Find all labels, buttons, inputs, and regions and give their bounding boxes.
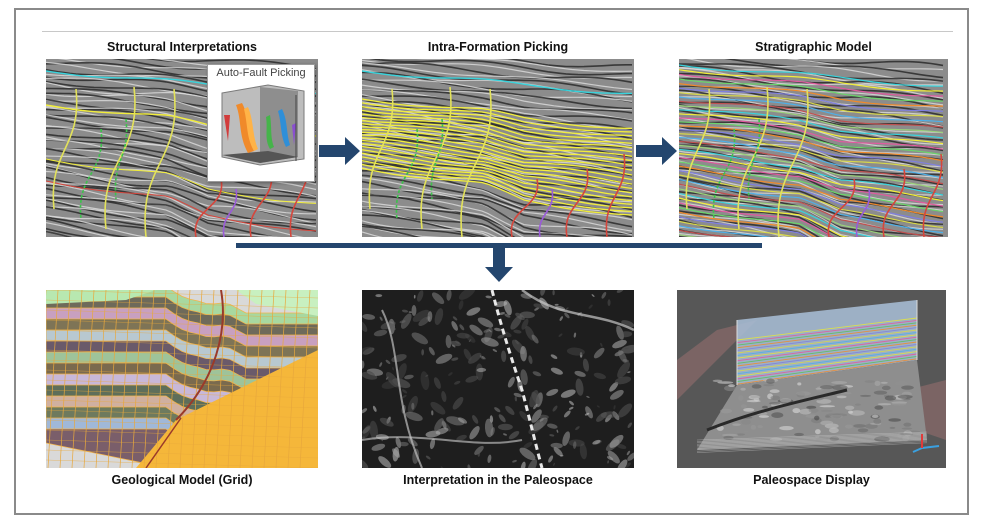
top-divider bbox=[42, 31, 953, 32]
caption-paleospace-interpretation: Interpretation in the Paleospace bbox=[403, 473, 593, 487]
inset-auto-fault-picking: Auto-Fault Picking bbox=[207, 64, 315, 182]
arrow-right-1 bbox=[319, 137, 360, 165]
panel-intra-formation-picking bbox=[362, 59, 634, 237]
geological-grid-render bbox=[46, 290, 318, 468]
seismic-section-intra bbox=[362, 59, 634, 237]
panel-stratigraphic-model bbox=[679, 59, 948, 237]
panel-interpretation-paleospace bbox=[362, 290, 634, 468]
caption-stratigraphic: Stratigraphic Model bbox=[755, 40, 872, 54]
caption-intra-formation: Intra-Formation Picking bbox=[427, 40, 569, 54]
caption-paleospace-display: Paleospace Display bbox=[753, 473, 870, 487]
inset-title: Auto-Fault Picking bbox=[216, 67, 306, 79]
arrow-right-2 bbox=[636, 137, 677, 165]
panel-paleospace-display bbox=[677, 290, 946, 468]
paleospace-slice bbox=[362, 290, 634, 468]
connector-bar bbox=[236, 243, 762, 248]
caption-structural: Structural Interpretations bbox=[106, 40, 258, 54]
caption-geological-model: Geological Model (Grid) bbox=[111, 473, 253, 487]
seismic-section-stratigraphic bbox=[679, 59, 948, 237]
fault-cube-icon bbox=[221, 84, 305, 166]
panel-geological-model-grid bbox=[46, 290, 318, 468]
arrow-down bbox=[485, 247, 513, 282]
paleospace-cube-render bbox=[677, 290, 946, 468]
